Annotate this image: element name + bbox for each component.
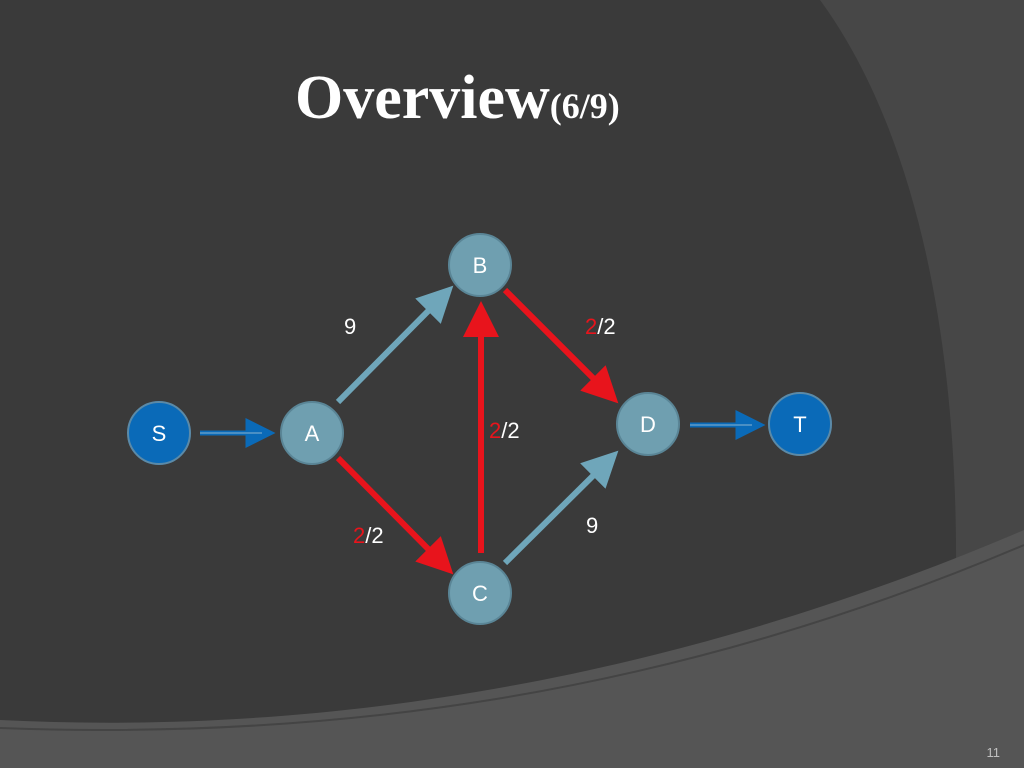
- node-label-t: T: [793, 412, 806, 437]
- title-suffix: (6/9): [550, 86, 620, 126]
- nodes-layer: S A B C D T: [127, 233, 832, 625]
- node-a: A: [280, 401, 344, 465]
- edge-a-b: [335, 285, 454, 405]
- edges-layer: [200, 285, 766, 575]
- edge-capacity-c-b: /2: [501, 418, 519, 443]
- node-label-d: D: [640, 412, 656, 437]
- edge-label-a-c: 2/2: [353, 523, 384, 548]
- node-label-s: S: [152, 421, 167, 446]
- edge-flow-b-d: 2: [585, 314, 597, 339]
- edge-a-c: [335, 455, 454, 575]
- edge-labels: 9 9 2/2 2/2 2/2: [344, 314, 616, 548]
- svg-text:Overview(6/9): Overview(6/9): [295, 64, 620, 132]
- node-label-c: C: [472, 581, 488, 606]
- edge-flow-a-c: 2: [353, 523, 365, 548]
- node-c: C: [448, 561, 512, 625]
- edge-b-d: [502, 287, 619, 404]
- edge-label-c-b: 2/2: [489, 418, 520, 443]
- edge-label-c-d: 9: [586, 513, 598, 538]
- title-text: Overview: [295, 64, 550, 132]
- edge-capacity-a-c: /2: [365, 523, 383, 548]
- page-number: 11: [987, 745, 1001, 760]
- edge-label-a-b: 9: [344, 314, 356, 339]
- node-b: B: [448, 233, 512, 297]
- edge-c-d: [502, 450, 619, 566]
- node-label-a: A: [305, 421, 320, 446]
- node-label-b: B: [473, 253, 488, 278]
- node-s: S: [127, 401, 191, 465]
- node-t: T: [768, 392, 832, 456]
- edge-flow-c-b: 2: [489, 418, 501, 443]
- slide-title: Overview(6/9): [295, 64, 620, 132]
- edge-label-b-d: 2/2: [585, 314, 616, 339]
- edge-capacity-b-d: /2: [597, 314, 615, 339]
- node-d: D: [616, 392, 680, 456]
